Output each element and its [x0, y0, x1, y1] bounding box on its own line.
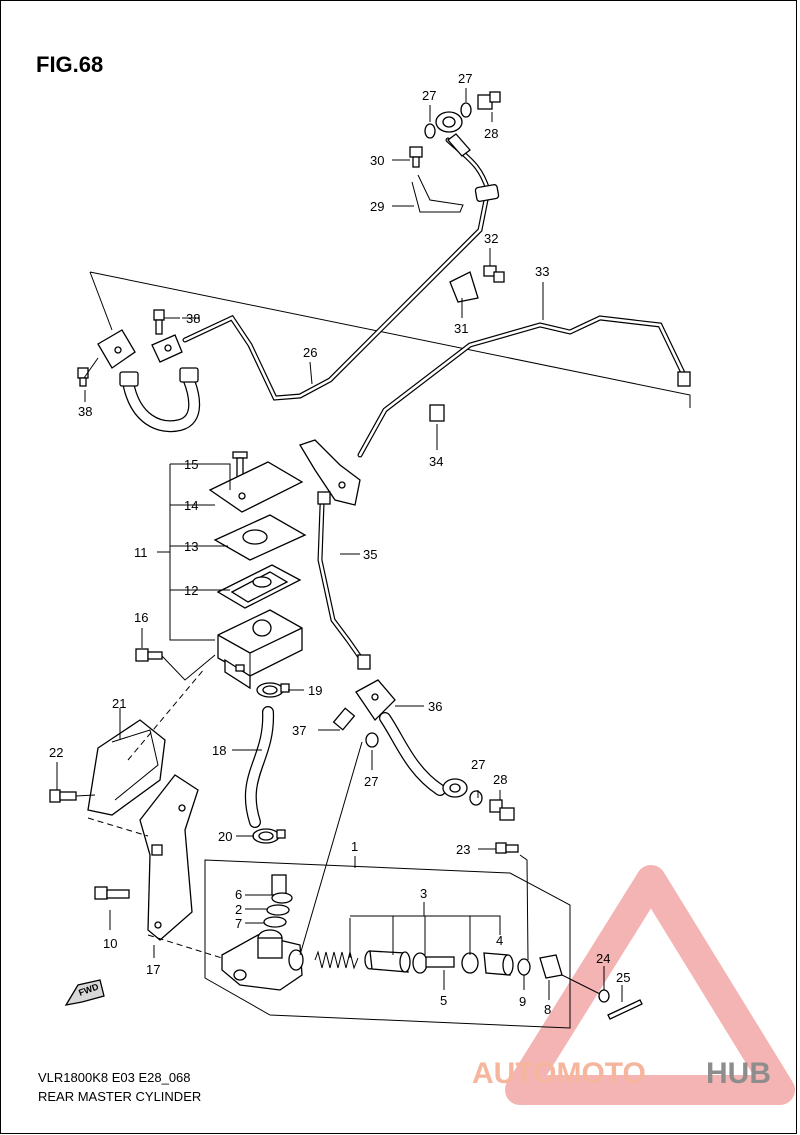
callout-3: 3 — [420, 886, 427, 901]
callout-5: 5 — [440, 993, 447, 1008]
callout-27: 27 — [422, 88, 436, 103]
figure-code: VLR1800K8 E03 E28_068 — [38, 1070, 191, 1085]
callout-23: 23 — [456, 842, 470, 857]
bolt-23 — [495, 842, 519, 854]
callout-14: 14 — [184, 498, 198, 513]
brake-hose-26 — [182, 111, 500, 401]
callout-31: 31 — [454, 321, 468, 336]
callout-29: 29 — [370, 199, 384, 214]
clamp-20 — [252, 828, 286, 844]
reservoir-assembly — [208, 451, 307, 690]
boot-9 — [517, 958, 531, 976]
master-cylinder-body — [221, 929, 304, 991]
callout-21: 21 — [112, 696, 126, 711]
washer-27-top — [424, 102, 472, 139]
callout-13: 13 — [184, 539, 198, 554]
bracket-17 — [139, 774, 199, 941]
bolt-30 — [409, 146, 423, 168]
callout-12: 12 — [184, 583, 198, 598]
brake-hose-36 — [355, 679, 468, 798]
washer-27-lower — [365, 732, 483, 806]
callout-27: 27 — [364, 774, 378, 789]
clamp-34 — [429, 404, 445, 422]
hose-18 — [244, 706, 275, 828]
watermark-triangle — [505, 865, 795, 1105]
clamp-29 — [411, 174, 464, 213]
bolt-10 — [94, 886, 130, 900]
callout-17: 17 — [146, 962, 160, 977]
figure-name: REAR MASTER CYLINDER — [38, 1089, 201, 1104]
washer-24-pin-25 — [561, 974, 643, 1020]
callout-37: 37 — [292, 723, 306, 738]
bolt-22 — [49, 789, 96, 803]
leader-lines — [56, 88, 623, 1002]
bolt-38-upper — [153, 309, 180, 335]
callout-16: 16 — [134, 610, 148, 625]
callout-15: 15 — [184, 457, 198, 472]
bolt-37 — [332, 707, 356, 731]
figure-title: FIG.68 — [36, 52, 103, 77]
clamp-31-bolt-32 — [449, 265, 505, 303]
callout-11: 11 — [134, 545, 148, 560]
callout-10: 10 — [103, 936, 117, 951]
callout-18: 18 — [212, 743, 226, 758]
callout-28: 28 — [493, 772, 507, 787]
callout-1: 1 — [351, 839, 358, 854]
callout-labels: 27 27 28 30 29 32 33 31 38 38 26 34 15 1… — [49, 71, 630, 1017]
fwd-arrow: FWD — [64, 979, 105, 1006]
watermark-text-a: AUTOMOTO — [472, 1057, 646, 1090]
clevis-8 — [539, 954, 563, 979]
bolt-28-lower — [489, 799, 515, 821]
callout-30: 30 — [370, 153, 384, 168]
callout-27: 27 — [458, 71, 472, 86]
brake-hose-35 — [299, 439, 371, 670]
callout-2: 2 — [235, 902, 242, 917]
callout-24: 24 — [596, 951, 610, 966]
brake-pipe-33 — [357, 315, 691, 458]
callout-33: 33 — [535, 264, 549, 279]
callout-20: 20 — [218, 829, 232, 844]
callout-36: 36 — [428, 699, 442, 714]
callout-7: 7 — [235, 916, 242, 931]
bolt-16 — [135, 648, 216, 681]
callout-9: 9 — [519, 994, 526, 1009]
callout-38: 38 — [78, 404, 92, 419]
callout-4: 4 — [496, 933, 503, 948]
callout-26: 26 — [303, 345, 317, 360]
bolt-28-top — [477, 91, 501, 110]
callout-27: 27 — [471, 757, 485, 772]
guard-21 — [87, 719, 166, 816]
callout-19: 19 — [308, 683, 322, 698]
callout-6: 6 — [235, 887, 242, 902]
bolt-38-lower — [77, 357, 99, 387]
callout-34: 34 — [429, 454, 443, 469]
clamp-19 — [256, 682, 290, 698]
callout-25: 25 — [616, 970, 630, 985]
fitting-6-2-7 — [263, 874, 293, 928]
piston-set-3 — [314, 950, 514, 976]
callout-38: 38 — [186, 311, 200, 326]
hose-bend-left — [97, 329, 201, 433]
callout-22: 22 — [49, 745, 63, 760]
callout-32: 32 — [484, 231, 498, 246]
callout-8: 8 — [544, 1002, 551, 1017]
watermark-logo: AUTOMOTO HUB — [472, 865, 795, 1105]
watermark-text-b: HUB — [706, 1057, 771, 1090]
callout-35: 35 — [363, 547, 377, 562]
callout-28: 28 — [484, 126, 498, 141]
